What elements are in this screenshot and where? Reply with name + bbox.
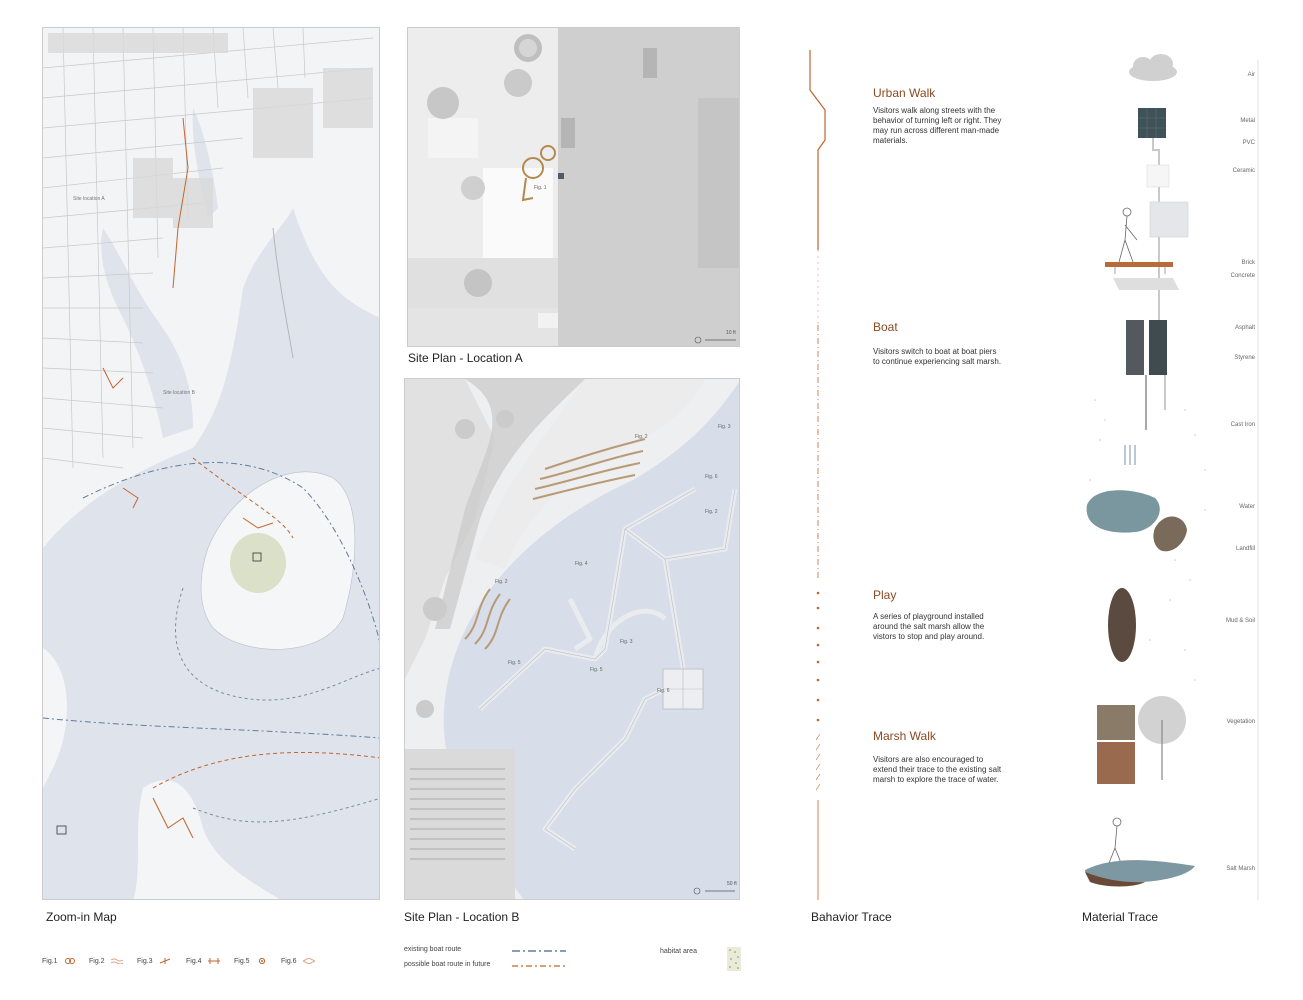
material-brick: Brick	[1241, 260, 1255, 266]
legend-fig1-label: Fig.1	[42, 958, 58, 965]
behavior-play-title: Play	[873, 588, 897, 602]
legend-habitat: habitat area	[660, 948, 697, 955]
fig4-bar-icon	[207, 958, 220, 965]
fig3-cross-icon	[159, 958, 170, 965]
existing-route-line	[512, 950, 566, 952]
legend-fig2: Fig.2	[89, 958, 123, 965]
material-styrene: Styrene	[1234, 355, 1255, 361]
material-water: Water	[1239, 504, 1255, 510]
site-a-fig-label: Fig. 1	[534, 185, 547, 191]
site-plan-b: Fig. 2 Fig. 3 Fig. 4 Fig. 5 Fig. 6 Fig. …	[404, 378, 740, 900]
behavior-marsh-walk-text: Visitors are also encouraged to extend t…	[873, 755, 1002, 784]
fig2-wave-icon	[110, 958, 123, 965]
legend-fig2-label: Fig.2	[89, 958, 105, 965]
habitat-swatch	[727, 947, 741, 971]
material-metal: Metal	[1240, 118, 1255, 124]
site-location-b-label: Site location B	[163, 390, 195, 396]
legend-existing-route: existing boat route	[404, 946, 461, 953]
legend-existing-route-label: existing boat route	[404, 946, 462, 953]
site-b-fig-4: Fig. 4	[575, 561, 588, 567]
material-mud-soil: Mud & Soil	[1225, 618, 1255, 624]
site-location-a-label: Site location A	[73, 196, 105, 202]
behavior-boat-text: Visitors switch to boat at boat piers to…	[873, 347, 1002, 366]
legend-future-route: possible boat route in future	[404, 961, 490, 968]
behavior-trace-caption: Bahavior Trace	[811, 910, 892, 924]
legend-fig3-label: Fig.3	[137, 958, 153, 965]
legend-fig4-label: Fig.4	[186, 958, 202, 965]
material-concrete: Concrete	[1230, 273, 1255, 279]
site-b-fig-6: Fig. 6	[657, 688, 670, 694]
fig6-diamond-icon	[302, 958, 315, 965]
site-b-fig-2: Fig. 2	[635, 434, 648, 440]
zoom-map-caption: Zoom-in Map	[46, 910, 117, 924]
site-b-fig-5b: Fig. 5	[508, 660, 521, 666]
legend-fig5: Fig.5	[234, 958, 268, 965]
site-b-fig-3b: Fig. 3	[620, 639, 633, 645]
site-plan-b-caption: Site Plan - Location B	[404, 910, 520, 924]
material-pvc: PVC	[1242, 140, 1255, 146]
material-asphalt: Asphalt	[1234, 325, 1255, 331]
behavior-urban-walk-title: Urban Walk	[873, 86, 936, 100]
site-b-scale: 50 ft	[727, 881, 737, 887]
material-trace-illustration	[1085, 54, 1259, 900]
behavior-urban-walk-text: Visitors walk along streets with the beh…	[873, 106, 1002, 145]
legend-fig1: Fig.1	[42, 958, 76, 965]
site-a-scale: 10 ft	[726, 330, 736, 336]
legend-habitat-label: habitat area	[660, 948, 697, 955]
site-plan-a-caption: Site Plan - Location A	[408, 351, 523, 365]
fig1-loop-icon	[64, 958, 75, 965]
material-cast-iron: Cast Iron	[1230, 422, 1255, 428]
legend-fig6-label: Fig.6	[281, 958, 297, 965]
behavior-marsh-walk-title: Marsh Walk	[873, 729, 936, 743]
legend-future-route-label: possible boat route in future	[404, 961, 491, 968]
behavior-play-text: A series of playground installed around …	[873, 612, 985, 641]
site-b-fig-5: Fig. 5	[590, 667, 603, 673]
site-b-fig-2b: Fig. 2	[495, 579, 508, 585]
site-b-fig-6b: Fig. 6	[705, 474, 718, 480]
site-plan-a: Fig. 1 10 ft	[407, 27, 740, 347]
site-b-fig-3: Fig. 3	[718, 424, 731, 430]
behavior-trace-line	[809, 50, 826, 900]
material-air: Air	[1247, 72, 1255, 78]
walking-person-icon	[1118, 207, 1138, 263]
zoom-map-drawing	[43, 28, 379, 899]
material-ceramic: Ceramic	[1232, 168, 1255, 174]
fig5-circle-icon	[258, 958, 265, 965]
behavior-boat-title: Boat	[873, 320, 898, 334]
material-landfill: Landfill	[1235, 546, 1255, 552]
tree-icon	[1138, 696, 1186, 780]
legend-fig5-label: Fig.5	[234, 958, 250, 965]
material-trace-caption: Material Trace	[1082, 910, 1159, 924]
material-salt-marsh: Salt Marsh	[1226, 866, 1255, 872]
future-route-line	[512, 965, 566, 967]
cloud-icon	[1129, 54, 1177, 81]
site-b-drawing	[405, 379, 739, 899]
legend-fig3: Fig.3	[137, 958, 171, 965]
hiking-person-icon	[1106, 817, 1124, 869]
legend-fig6: Fig.6	[281, 958, 315, 965]
legend-fig4: Fig.4	[186, 958, 220, 965]
site-a-drawing	[408, 28, 739, 346]
zoom-in-map: Site location A Site location B	[42, 27, 380, 900]
material-vegetation: Vegetation	[1226, 719, 1255, 725]
site-b-fig-2c: Fig. 2	[705, 509, 718, 515]
